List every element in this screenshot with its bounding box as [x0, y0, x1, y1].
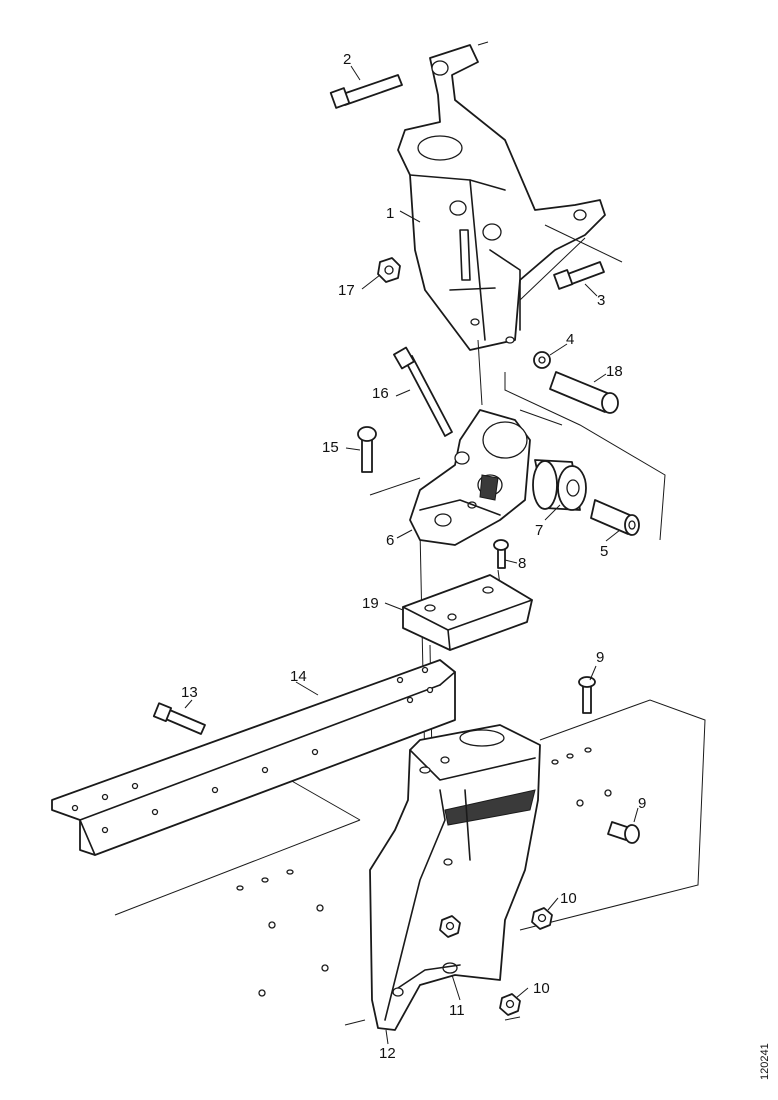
nut-17: [377, 257, 401, 283]
bolt-16: [393, 346, 453, 437]
callout-16: 16: [372, 385, 389, 402]
frame-rail-outline: [114, 699, 706, 1026]
callout-12: 12: [379, 1045, 396, 1062]
plate-19: [402, 574, 533, 651]
callout-18: 18: [606, 363, 623, 380]
nut-10-upper: [531, 907, 553, 930]
callout-6: 6: [386, 532, 394, 549]
nut-11: [439, 915, 461, 938]
bolt-9-upper: [578, 676, 596, 714]
figure-reference-number: 120241: [759, 1043, 771, 1080]
callout-2: 2: [343, 51, 351, 68]
callout-17: 17: [338, 282, 355, 299]
sleeve-5: [590, 499, 640, 536]
bolt-3: [553, 261, 605, 290]
nut-10-lower: [499, 993, 521, 1016]
callout-9-upper: 9: [596, 649, 604, 666]
callout-10-upper: 10: [560, 890, 577, 907]
leader-lines: [184, 65, 639, 1045]
callout-13: 13: [181, 684, 198, 701]
callout-14: 14: [290, 668, 307, 685]
pin-18: [549, 371, 619, 414]
callout-19: 19: [362, 595, 379, 612]
callout-labels: 2 1 17 3 4 18 16 15 7 6 5 8 19 9 13 14 9…: [181, 51, 646, 1062]
bolt-2: [329, 74, 403, 109]
bolt-8: [493, 539, 509, 569]
lower-bracket-12: [369, 724, 541, 1031]
callout-1: 1: [386, 205, 394, 222]
angle-rail-14: [51, 659, 456, 856]
callout-4: 4: [566, 331, 574, 348]
callout-5: 5: [600, 543, 608, 560]
callout-8: 8: [518, 555, 526, 572]
bolt-15: [357, 426, 377, 473]
bolt-9-right: [607, 821, 640, 844]
callout-7: 7: [535, 522, 543, 539]
upper-bracket: [397, 44, 606, 351]
callout-11: 11: [449, 1002, 465, 1019]
clamp-housing-6: [409, 409, 531, 546]
bushing-7: [532, 459, 587, 511]
callout-15: 15: [322, 439, 339, 456]
callout-10-lower: 10: [533, 980, 550, 997]
callout-3: 3: [597, 292, 605, 309]
washer-4: [533, 351, 551, 369]
bolt-13: [152, 702, 206, 735]
callout-9-right: 9: [638, 795, 646, 812]
